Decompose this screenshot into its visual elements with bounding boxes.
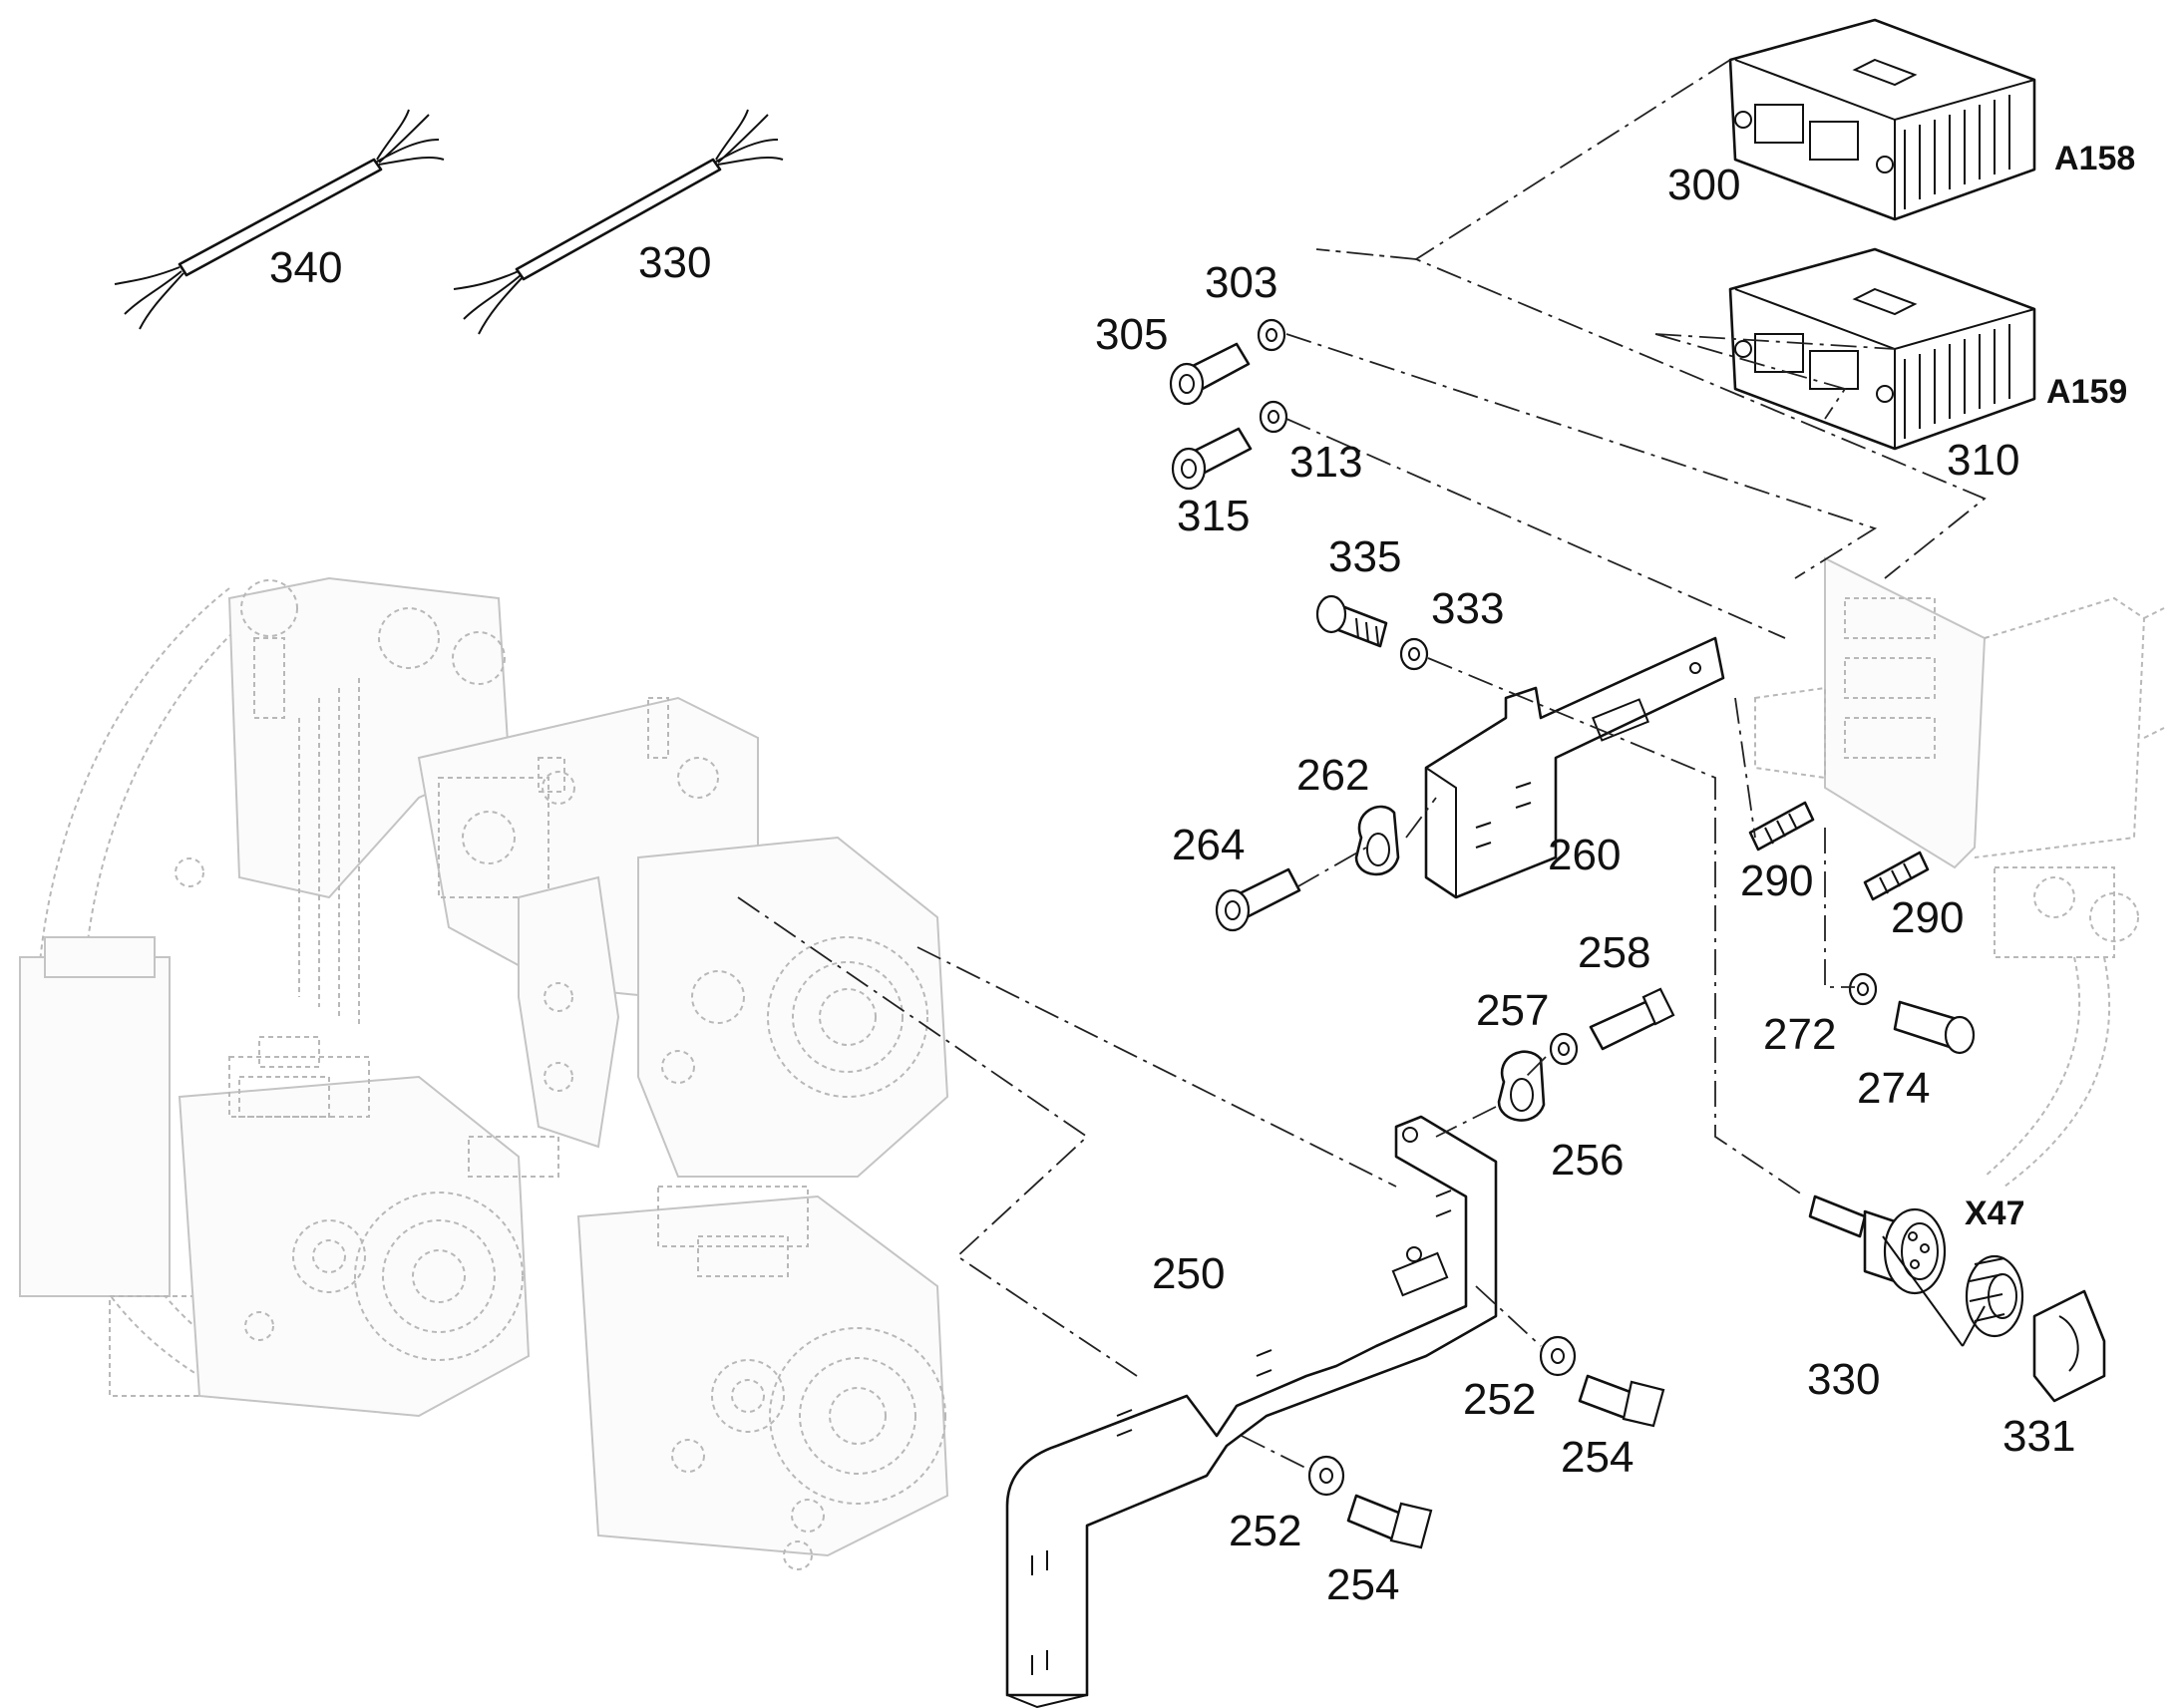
screw-274 <box>1893 1000 1976 1055</box>
bolt-254-lower <box>1346 1494 1433 1549</box>
ref-x47: X47 <box>1965 1195 2025 1232</box>
callout-310: 310 <box>1947 436 2019 485</box>
callout-272: 272 <box>1763 1010 1836 1059</box>
washer-333 <box>1399 637 1429 671</box>
callout-340: 340 <box>269 243 342 292</box>
washer-252-upper <box>1539 1335 1577 1377</box>
screw-290-b <box>1863 851 1930 901</box>
callout-303: 303 <box>1205 258 1277 307</box>
callout-333: 333 <box>1431 584 1504 633</box>
washer-252-lower <box>1307 1455 1345 1497</box>
washer-313 <box>1259 400 1288 434</box>
callout-254-upper: 254 <box>1561 1433 1634 1482</box>
callout-290-b: 290 <box>1891 893 1964 942</box>
connector-x47 <box>1808 1195 1947 1295</box>
callout-250: 250 <box>1152 1249 1225 1298</box>
bolt-254-upper <box>1578 1374 1665 1428</box>
callout-305: 305 <box>1095 310 1168 359</box>
callout-300: 300 <box>1667 161 1740 209</box>
callout-335: 335 <box>1328 532 1401 581</box>
callout-257: 257 <box>1476 986 1549 1035</box>
callout-labels: 340 330 300 310 303 305 313 315 335 333 … <box>269 140 2135 1609</box>
callout-315: 315 <box>1177 492 1250 540</box>
callout-330-connector: 330 <box>1807 1355 1880 1404</box>
washer-272 <box>1848 972 1878 1006</box>
ref-a159: A159 <box>2046 373 2127 411</box>
callout-pointer-330 <box>1882 1235 1986 1347</box>
leader-lines <box>737 59 1987 1472</box>
bracket-260 <box>1424 636 1725 899</box>
washer-303 <box>1257 318 1286 352</box>
callout-252-upper: 252 <box>1463 1375 1536 1424</box>
retaining-clip-331 <box>2032 1289 2106 1403</box>
cable-harness-340 <box>114 109 445 330</box>
callout-264: 264 <box>1172 821 1245 869</box>
screw-290-a <box>1748 801 1815 852</box>
screw-264 <box>1215 867 1301 932</box>
screw-315 <box>1171 427 1253 491</box>
callout-258: 258 <box>1578 928 1650 977</box>
ref-a158: A158 <box>2054 140 2135 177</box>
washer-257 <box>1549 1032 1579 1066</box>
callout-313: 313 <box>1289 438 1362 487</box>
mounting-plate <box>1754 556 2165 1188</box>
screw-305 <box>1169 342 1251 406</box>
callout-274: 274 <box>1857 1064 1930 1113</box>
screw-258 <box>1589 987 1675 1051</box>
screw-335 <box>1315 594 1388 648</box>
callout-331: 331 <box>2002 1412 2075 1461</box>
cable-harness-330 <box>453 109 784 335</box>
callout-262: 262 <box>1296 751 1369 800</box>
callout-256: 256 <box>1551 1136 1624 1185</box>
clamp-256 <box>1497 1050 1546 1122</box>
coupling-nut <box>1965 1254 2024 1338</box>
bracket-250 <box>1005 1115 1498 1708</box>
callout-254-lower: 254 <box>1326 1560 1399 1609</box>
clamp-262 <box>1354 805 1400 876</box>
callout-330-cable: 330 <box>638 238 711 287</box>
callout-290-a: 290 <box>1740 856 1813 905</box>
callout-260: 260 <box>1548 831 1621 879</box>
callout-252-lower: 252 <box>1229 1507 1301 1555</box>
control-unit-a158 <box>1728 18 2036 221</box>
pump-assembly-ghost <box>19 576 949 1570</box>
